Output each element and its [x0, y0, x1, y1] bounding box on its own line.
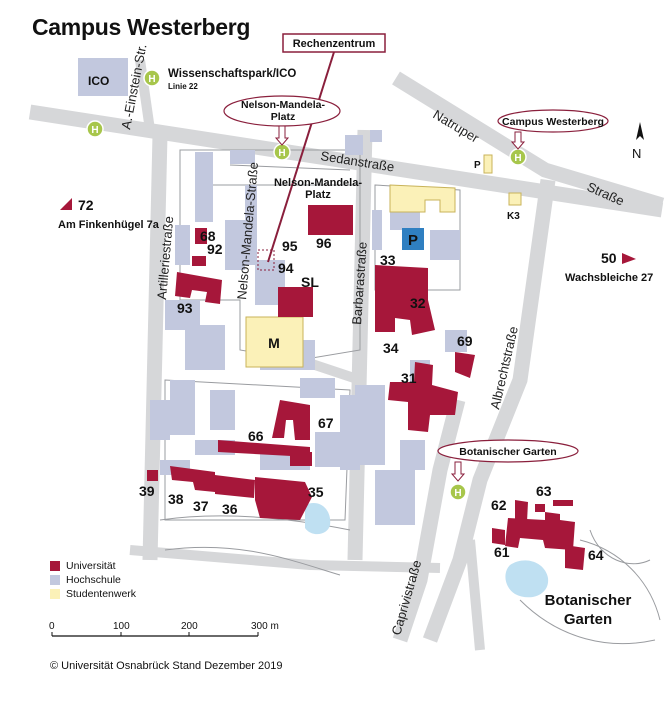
svg-text:Linie 22: Linie 22 — [168, 82, 198, 91]
svg-text:Nelson-Mandela-: Nelson-Mandela- — [274, 177, 362, 189]
building-label-32[interactable]: 32 — [410, 295, 426, 311]
svg-text:Botanischer: Botanischer — [545, 592, 632, 609]
building-label-66[interactable]: 66 — [248, 428, 264, 444]
svg-text:H: H — [514, 153, 521, 164]
svg-text:ICO: ICO — [88, 74, 109, 88]
bus-stop-botanischer-garten: H — [449, 483, 467, 501]
callout-nelson-mandela-platz[interactable]: Nelson-Mandela- Platz — [223, 95, 341, 146]
building-label-69[interactable]: 69 — [457, 333, 473, 349]
building-label-39[interactable]: 39 — [139, 483, 155, 499]
svg-text:Am Finkenhügel 7a: Am Finkenhügel 7a — [58, 219, 160, 231]
building-label-93[interactable]: 93 — [177, 300, 193, 316]
legend-item-hochschule: Hochschule — [50, 573, 136, 587]
legend-item-universitaet: Universität — [50, 559, 136, 573]
svg-text:P: P — [474, 160, 481, 171]
scale-tick-100: 100 — [113, 621, 130, 632]
building-label-96[interactable]: 96 — [316, 235, 332, 251]
bus-stop-nelson: H — [273, 143, 291, 161]
building-label-62[interactable]: 62 — [491, 497, 507, 513]
callout-campus-westerberg[interactable]: Campus Westerberg — [497, 109, 609, 150]
north-arrow-icon — [636, 122, 644, 140]
building-label-38[interactable]: 38 — [168, 491, 184, 507]
legend: Universität Hochschule Studentenwerk — [50, 559, 136, 601]
svg-text:Campus Westerberg: Campus Westerberg — [502, 116, 604, 128]
building-label-92[interactable]: 92 — [207, 241, 223, 257]
svg-text:Botanischer Garten: Botanischer Garten — [459, 446, 556, 458]
svg-text:H: H — [91, 125, 98, 136]
svg-text:SL: SL — [301, 274, 319, 290]
scale-tick-0: 0 — [49, 621, 55, 632]
bus-stop-wissenschaftspark: H — [143, 69, 161, 87]
svg-text:Rechenzentrum: Rechenzentrum — [293, 38, 376, 50]
building-label-37[interactable]: 37 — [193, 498, 209, 514]
callout-rechenzentrum[interactable]: Rechenzentrum — [257, 33, 386, 271]
svg-text:Platz: Platz — [305, 189, 331, 201]
svg-text:Artilleriestraße: Artilleriestraße — [154, 215, 176, 300]
svg-text:H: H — [454, 488, 461, 499]
svg-text:P: P — [408, 232, 418, 249]
studentenwerk-buildings — [245, 154, 522, 368]
road-albrechtstrasse — [422, 178, 556, 643]
building-label-34[interactable]: 34 — [383, 340, 399, 356]
svg-text:K3: K3 — [507, 211, 520, 222]
scale-tick-300: 300 m — [251, 621, 279, 632]
svg-text:50: 50 — [601, 250, 617, 266]
road-east-south — [465, 539, 485, 651]
svg-text:Nelson-Mandela-: Nelson-Mandela- — [241, 99, 326, 111]
building-label-36[interactable]: 36 — [222, 501, 238, 517]
universitaet-buildings — [147, 205, 585, 570]
building-label-63[interactable]: 63 — [536, 483, 552, 499]
building-label-68[interactable]: 68 — [200, 228, 216, 244]
copyright: © Universität Osnabrück Stand Dezember 2… — [50, 660, 283, 672]
bus-stop-einstein: H — [86, 120, 104, 138]
building-label-95[interactable]: 95 — [282, 238, 298, 254]
bus-stops[interactable]: H H H H H — [86, 69, 527, 501]
parking-sign: P — [402, 228, 424, 250]
scale-bar: 0 100 200 300 m — [49, 621, 279, 637]
road-sedanstrasse — [28, 104, 664, 218]
bus-stop-campus-westerberg: H — [509, 148, 527, 166]
road-south — [129, 545, 441, 573]
scale-tick-200: 200 — [181, 621, 198, 632]
road-natruper-strasse — [392, 71, 665, 213]
svg-text:Wissenschaftspark/ICO: Wissenschaftspark/ICO — [168, 68, 296, 80]
page-title: Campus Westerberg — [32, 14, 251, 40]
building-label-33[interactable]: 33 — [380, 252, 396, 268]
svg-text:H: H — [278, 148, 285, 159]
legend-swatch — [50, 561, 60, 571]
building-label-67[interactable]: 67 — [318, 415, 334, 431]
building-label-94[interactable]: 94 — [278, 260, 294, 276]
legend-item-studentenwerk: Studentenwerk — [50, 587, 136, 601]
road-artilleriestrasse — [142, 134, 168, 561]
svg-text:M: M — [268, 335, 280, 351]
svg-text:Platz: Platz — [271, 111, 296, 123]
arrow-72-icon — [60, 198, 72, 210]
arrow-50-icon — [622, 253, 636, 264]
legend-swatch — [50, 589, 60, 599]
place-labels: ICO Wissenschaftspark/ICO Linie 22 Nelso… — [58, 68, 653, 628]
building-label-61[interactable]: 61 — [494, 544, 510, 560]
svg-text:Garten: Garten — [564, 611, 612, 628]
building-label-64[interactable]: 64 — [588, 547, 604, 563]
road-caprivistrasse — [392, 398, 466, 643]
svg-text:Barbarastraße: Barbarastraße — [349, 241, 370, 325]
svg-text:72: 72 — [78, 197, 94, 213]
svg-text:Wachsbleiche 27: Wachsbleiche 27 — [565, 272, 653, 284]
pond-botanischer-garten — [505, 560, 549, 598]
building-label-35[interactable]: 35 — [308, 484, 324, 500]
callout-botanischer-garten[interactable]: Botanischer Garten — [437, 439, 579, 482]
pond-35 — [305, 502, 331, 535]
road-einstein-strasse — [135, 59, 155, 131]
legend-swatch — [50, 575, 60, 585]
building-label-31[interactable]: 31 — [401, 370, 417, 386]
svg-text:N: N — [632, 146, 641, 161]
svg-text:H: H — [148, 74, 155, 85]
